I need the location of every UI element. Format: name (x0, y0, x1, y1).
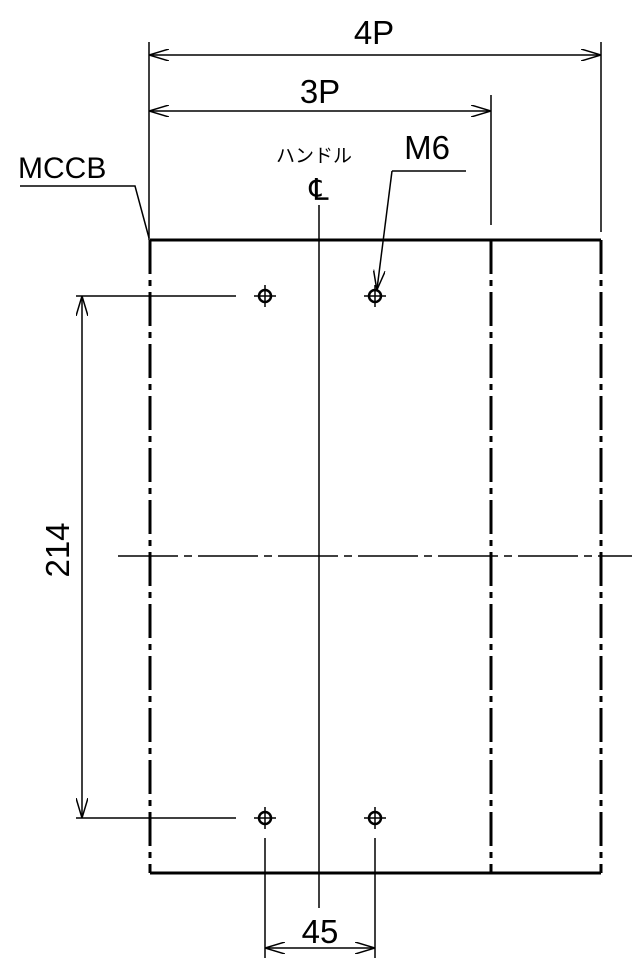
m6-leader-line (377, 170, 393, 289)
label-45: 45 (302, 913, 339, 950)
hole-bottom-left (254, 807, 276, 829)
center-lines (118, 205, 632, 908)
hole-top-left (254, 285, 276, 307)
dimension-3p: 3P (150, 73, 492, 225)
label-mccb: MCCB (18, 152, 106, 185)
label-centerline-symbol: ℄ (308, 174, 329, 207)
dimension-214: 214 (39, 295, 236, 819)
mounting-holes (254, 285, 386, 829)
mccb-callout: MCCB (18, 152, 150, 239)
label-handle: ハンドル (276, 145, 352, 167)
hole-bottom-right (364, 807, 386, 829)
mccb-leader-line (20, 185, 150, 239)
dimension-45: 45 (264, 838, 376, 958)
label-3p: 3P (300, 73, 340, 110)
dimension-4p: 4P (148, 14, 602, 240)
handle-callout: ハンドル ℄ (276, 145, 352, 207)
label-4p: 4P (354, 14, 394, 51)
label-m6: M6 (404, 129, 450, 166)
hole-top-right (364, 285, 386, 307)
label-214: 214 (39, 522, 76, 577)
m6-callout: M6 (377, 129, 466, 289)
